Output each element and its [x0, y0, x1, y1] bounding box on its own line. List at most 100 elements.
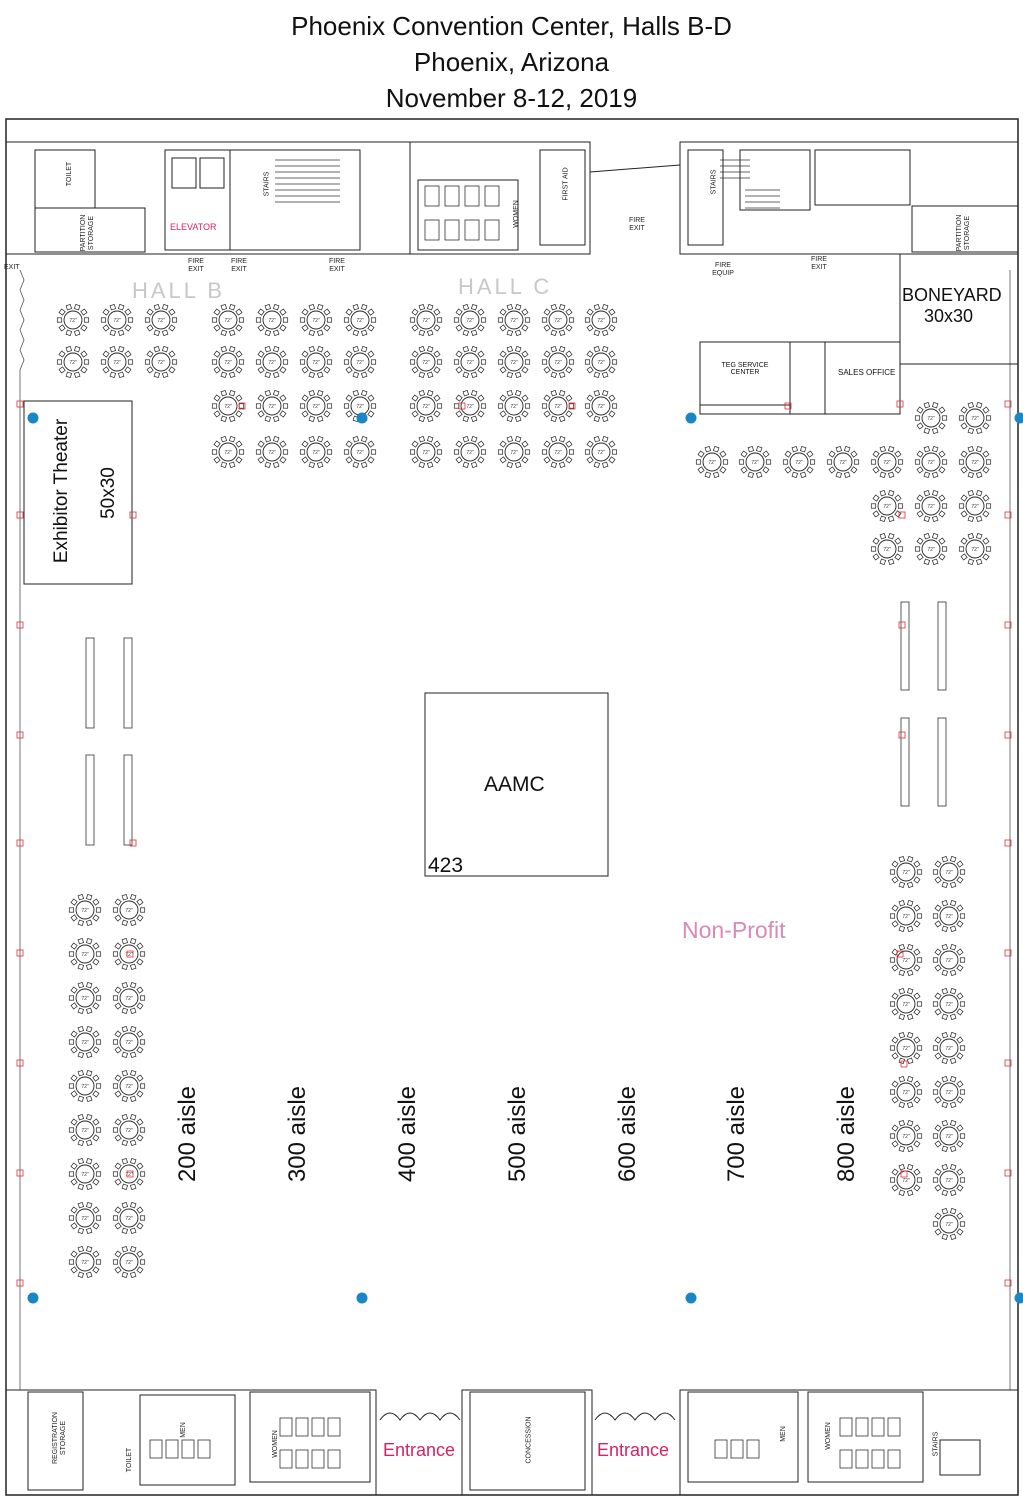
- round-table: 72": [112, 1025, 146, 1059]
- round-table: 72": [343, 345, 377, 379]
- table-size-label: 72": [945, 1090, 953, 1096]
- table-size-label: 72": [510, 318, 518, 324]
- top-toilet-label: TOILET: [66, 161, 74, 187]
- table-size-label: 72": [422, 404, 430, 410]
- floor-outlet: [16, 1279, 24, 1287]
- table-size-label: 72": [945, 1178, 953, 1184]
- table-size-label: 72": [81, 1260, 89, 1266]
- floor-outlet: [1004, 839, 1012, 847]
- round-table: 72": [870, 489, 904, 523]
- round-table: 72": [144, 345, 178, 379]
- floor-outlet: [16, 1169, 24, 1177]
- floor-outlet: [126, 950, 134, 958]
- bottom-men-left: MEN: [179, 1422, 187, 1438]
- round-table: 72": [211, 389, 245, 423]
- round-table: 72": [68, 981, 102, 1015]
- concession-label: CONCESSION: [525, 1416, 533, 1464]
- round-table: 72": [112, 1069, 146, 1103]
- round-table: 72": [211, 435, 245, 469]
- floor-outlet: [1004, 511, 1012, 519]
- table-size-label: 72": [466, 318, 474, 324]
- fire-exit-3: FIRE EXIT: [329, 258, 345, 273]
- table-size-label: 72": [902, 1002, 910, 1008]
- round-table: 72": [343, 303, 377, 337]
- floor-outlet: [1004, 1279, 1012, 1287]
- table-size-label: 72": [927, 416, 935, 422]
- registration-storage-label: REGISTRATION STORAGE: [52, 1412, 67, 1464]
- entrance-right[interactable]: Entrance: [597, 1440, 670, 1460]
- bottom-men-right: MEN: [779, 1426, 787, 1442]
- round-table: 72": [497, 389, 531, 423]
- floor-outlet: [900, 1170, 908, 1178]
- floor-outlet: [16, 621, 24, 629]
- table-size-label: 72": [597, 360, 605, 366]
- floor-outlet: [1004, 1059, 1012, 1067]
- round-table: 72": [541, 389, 575, 423]
- table-size-label: 72": [268, 404, 276, 410]
- table-size-label: 72": [69, 318, 77, 324]
- round-table: 72": [738, 445, 772, 479]
- top-partition-storage-left: PARTITION STORAGE: [80, 214, 95, 252]
- entrance-left[interactable]: Entrance: [383, 1440, 456, 1460]
- round-table: 72": [409, 345, 443, 379]
- round-table: 72": [889, 1031, 923, 1065]
- table-size-label: 72": [945, 1046, 953, 1052]
- round-table: 72": [112, 981, 146, 1015]
- round-table: 72": [932, 1075, 966, 1109]
- table-size-label: 72": [971, 547, 979, 553]
- round-table: 72": [255, 303, 289, 337]
- round-table: 72": [870, 445, 904, 479]
- table-size-label: 72": [466, 404, 474, 410]
- round-table: 72": [889, 1163, 923, 1197]
- floor-outlet: [16, 400, 24, 408]
- table-size-label: 72": [125, 1172, 133, 1178]
- table-size-label: 72": [597, 318, 605, 324]
- round-table: 72": [453, 389, 487, 423]
- round-table: 72": [932, 1207, 966, 1241]
- table-size-label: 72": [113, 360, 121, 366]
- building-column: [1014, 1292, 1023, 1304]
- floor-outlet: [238, 402, 246, 410]
- table-size-label: 72": [510, 404, 518, 410]
- table-size-label: 72": [554, 450, 562, 456]
- fire-exit-1: FIRE EXIT: [188, 258, 204, 273]
- table-size-label: 72": [795, 460, 803, 466]
- table-size-label: 72": [356, 360, 364, 366]
- round-table: 72": [68, 1201, 102, 1235]
- table-size-label: 72": [883, 460, 891, 466]
- table-size-label: 72": [422, 318, 430, 324]
- table-size-label: 72": [224, 404, 232, 410]
- non-profit-label: Non-Profit: [682, 917, 786, 943]
- floor-outlet: [458, 402, 466, 410]
- round-table: 72": [100, 345, 134, 379]
- table-size-label: 72": [356, 450, 364, 456]
- round-table: 72": [541, 435, 575, 469]
- fire-exit-4: FIRE EXIT: [629, 217, 645, 232]
- top-partition-storage-right: PARTITION STORAGE: [956, 214, 971, 252]
- table-size-label: 72": [554, 318, 562, 324]
- bottom-stairs-right: STAIRS: [932, 1431, 940, 1457]
- round-table: 72": [932, 1031, 966, 1065]
- fire-equip-label: FIRE EQUIP: [712, 262, 734, 277]
- round-table: 72": [870, 532, 904, 566]
- round-table: 72": [68, 1113, 102, 1147]
- top-service-wing: [5, 141, 1019, 255]
- table-size-label: 72": [883, 547, 891, 553]
- boneyard-label: BONEYARD: [902, 285, 1002, 305]
- table-size-label: 72": [945, 1002, 953, 1008]
- table-size-label: 72": [554, 360, 562, 366]
- table-size-label: 72": [268, 360, 276, 366]
- round-table: 72": [584, 345, 618, 379]
- boneyard-size: 30x30: [924, 306, 974, 326]
- round-table: 72": [112, 1201, 146, 1235]
- table-size-label: 72": [902, 1090, 910, 1096]
- table-size-label: 72": [902, 1178, 910, 1184]
- table-size-label: 72": [751, 460, 759, 466]
- fire-exit-5: FIRE EXIT: [811, 256, 827, 271]
- table-size-label: 72": [268, 450, 276, 456]
- table-size-label: 72": [902, 870, 910, 876]
- building-column: [685, 1292, 697, 1304]
- round-table: 72": [299, 345, 333, 379]
- floor-outlet: [126, 1170, 134, 1178]
- exhibitor-theater-size: 50x30: [97, 467, 119, 519]
